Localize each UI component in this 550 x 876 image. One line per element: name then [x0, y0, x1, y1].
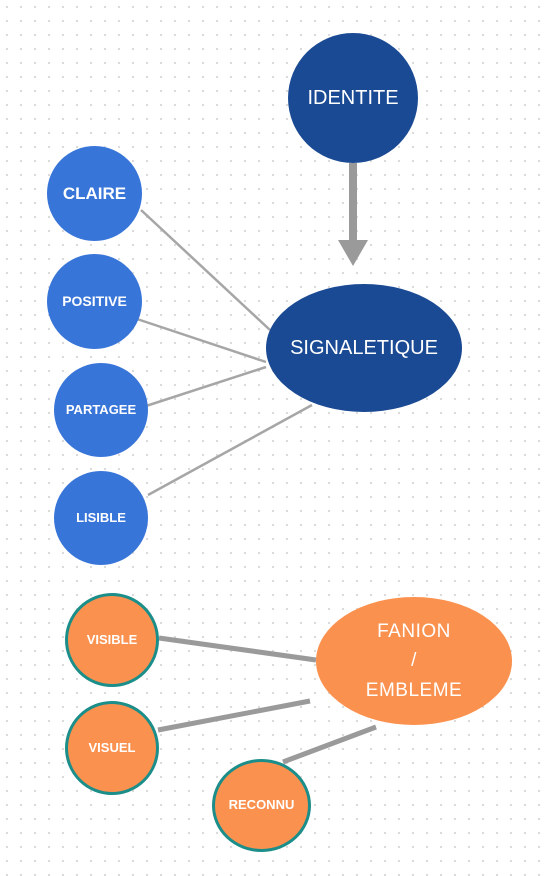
- node-fanion-line2: /: [411, 650, 417, 672]
- node-fanion-line1: FANION: [377, 620, 451, 642]
- arrowhead: [338, 240, 368, 266]
- node-visuel: VISUEL: [65, 701, 159, 795]
- connector-partagee: [145, 365, 267, 408]
- node-partagee: PARTAGEE: [54, 363, 148, 457]
- node-visible: VISIBLE: [65, 593, 159, 687]
- node-reconnu-label: RECONNU: [228, 797, 295, 813]
- node-signaletique-label: SIGNALETIQUE: [290, 336, 438, 359]
- node-fanion-line3: EMBLEME: [365, 679, 463, 701]
- node-fanion-embleme-text: FANION / EMBLEME: [366, 617, 462, 705]
- node-partagee-label: PARTAGEE: [65, 401, 137, 417]
- node-identite: IDENTITE: [288, 33, 418, 163]
- connector-claire: [140, 209, 271, 331]
- connector-reconnu: [282, 724, 377, 765]
- node-signaletique: SIGNALETIQUE: [266, 284, 462, 412]
- node-identite-label: IDENTITE: [307, 86, 399, 109]
- node-lisible-label: LISIBLE: [76, 509, 126, 525]
- node-claire: CLAIRE: [47, 146, 142, 241]
- node-lisible: LISIBLE: [54, 471, 148, 565]
- node-visuel-label: VISUEL: [88, 739, 136, 755]
- node-claire-label: CLAIRE: [62, 183, 127, 203]
- connector-lisible: [147, 403, 313, 497]
- connector-positive: [130, 315, 267, 364]
- node-fanion-embleme: FANION / EMBLEME: [316, 597, 512, 725]
- node-visible-label: VISIBLE: [86, 631, 138, 647]
- connector-visuel: [157, 698, 311, 733]
- node-positive: POSITIVE: [47, 254, 142, 349]
- connector-visible: [158, 635, 317, 663]
- node-reconnu: RECONNU: [212, 759, 311, 852]
- node-positive-label: POSITIVE: [62, 292, 127, 309]
